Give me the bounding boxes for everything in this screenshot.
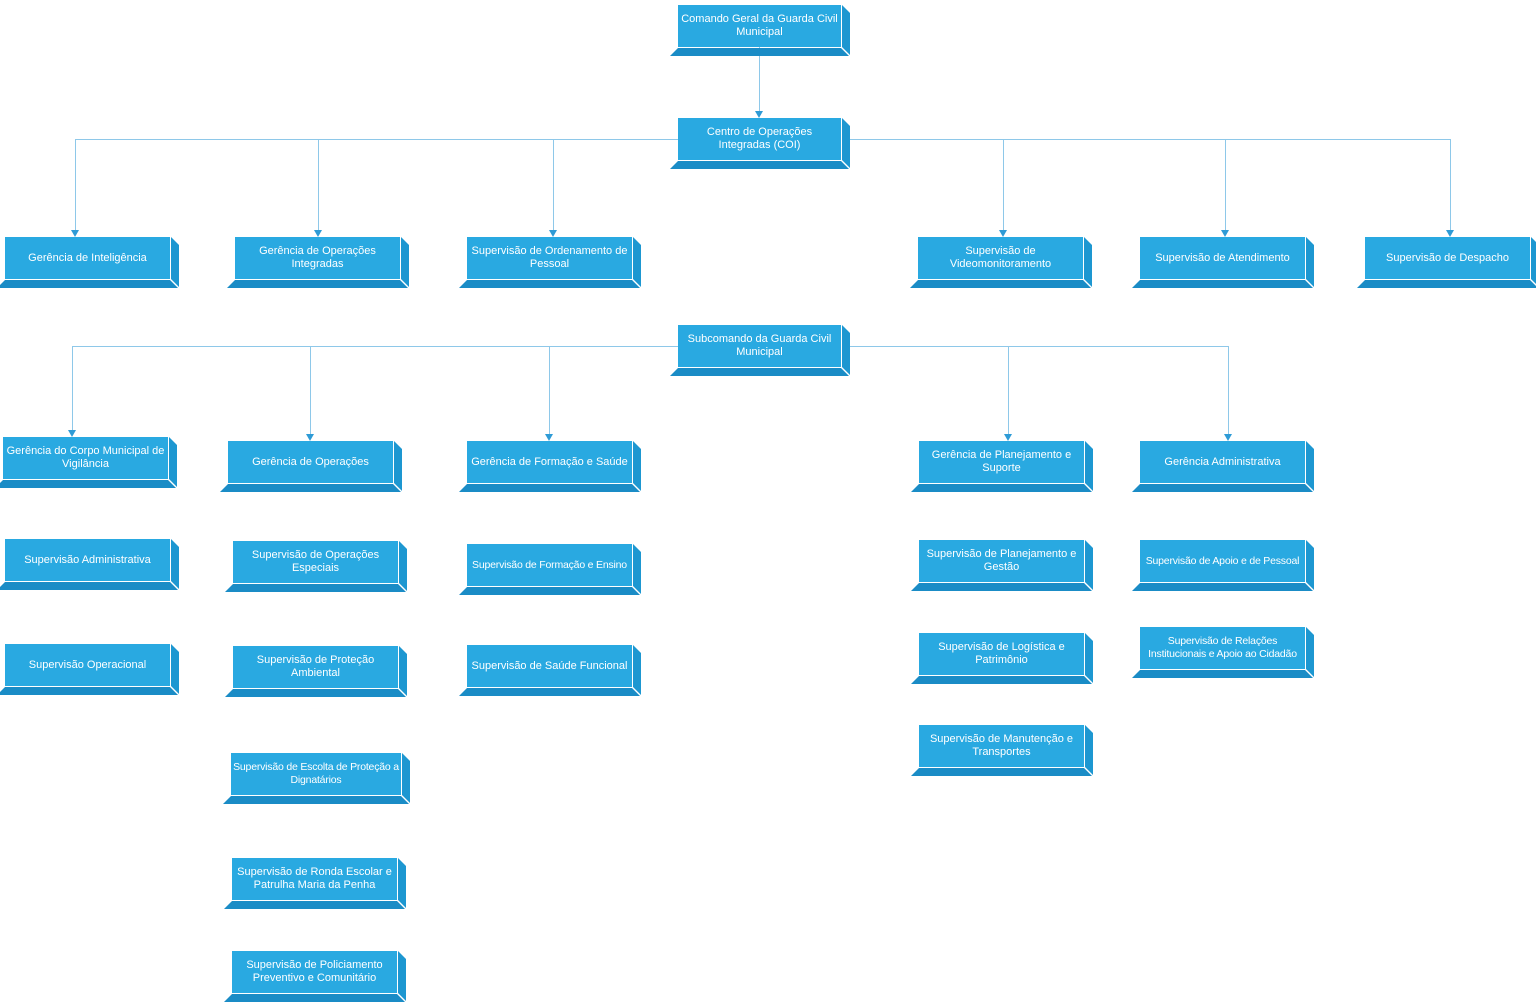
node-label: Supervisão de Proteção Ambiental: [256, 654, 375, 679]
arrowhead-corpo-municipal: [68, 430, 76, 437]
node-label: Subcomando da Guarda Civil Municipal: [687, 333, 832, 358]
node-label: Supervisão de Relações Institucionais e …: [1148, 635, 1297, 660]
node-supervisao-ronda-escolar[interactable]: Supervisão de Ronda Escolar e Patrulha M…: [232, 858, 397, 900]
arrowhead-inteligencia: [71, 230, 79, 237]
node-label: Supervisão de Formação e Ensino: [472, 558, 627, 571]
node-label: Supervisão de Operações Especiais: [251, 549, 380, 574]
connector-drop-operacoes-integradas: [318, 139, 319, 230]
node-label: Supervisão Administrativa: [24, 553, 151, 566]
node-label: Gerência de Inteligência: [28, 251, 147, 264]
node-label: Supervisão de Despacho: [1386, 251, 1509, 264]
arrowhead-coi: [755, 111, 763, 118]
node-supervisao-escolta-dignatarios[interactable]: Supervisão de Escolta de Proteção a Dign…: [231, 753, 401, 795]
node-gerencia-operacoes[interactable]: Gerência de Operações: [228, 441, 393, 483]
arrowhead-videomonitoramento: [999, 230, 1007, 237]
connector-drop-videomonitoramento: [1003, 139, 1004, 230]
node-label: Supervisão de Policiamento Preventivo e …: [246, 959, 383, 984]
node-label: Centro de Operações Integradas (COI): [706, 126, 813, 151]
node-label: Gerência Administrativa: [1164, 455, 1281, 468]
connector-drop-inteligencia: [75, 139, 76, 230]
node-label: Supervisão Operacional: [28, 658, 147, 671]
node-label: Gerência de Formação e Saúde: [471, 455, 628, 468]
node-gerencia-planejamento-suporte[interactable]: Gerência de Planejamento e Suporte: [919, 441, 1084, 483]
arrowhead-operacoes-integradas: [314, 230, 322, 237]
node-comando-geral[interactable]: Comando Geral da Guarda Civil Municipal: [678, 5, 841, 47]
node-subcomando[interactable]: Subcomando da Guarda Civil Municipal: [678, 325, 841, 367]
connector-drop-despacho: [1450, 139, 1451, 230]
node-label: Supervisão de Ronda Escolar e Patrulha M…: [237, 866, 392, 891]
node-label: Gerência de Operações Integradas: [259, 245, 376, 270]
node-label: Supervisão de Planejamento e Gestão: [926, 548, 1077, 573]
node-label: Gerência do Corpo Municipal de Vigilânci…: [6, 445, 165, 470]
connector-drop-atendimento: [1225, 139, 1226, 230]
connector-comando-coi: [759, 47, 760, 111]
node-supervisao-planejamento-gestao[interactable]: Supervisão de Planejamento e Gestão: [919, 540, 1084, 582]
node-supervisao-policiamento-preventivo[interactable]: Supervisão de Policiamento Preventivo e …: [232, 951, 397, 993]
node-label: Supervisão de Apoio e de Pessoal: [1145, 554, 1300, 567]
arrowhead-planejamento-suporte: [1004, 434, 1012, 441]
arrowhead-atendimento: [1221, 230, 1229, 237]
connector-coi-rail-left: [75, 139, 678, 140]
node-supervisao-saude-funcional[interactable]: Supervisão de Saúde Funcional: [467, 645, 632, 687]
node-label: Supervisão de Escolta de Proteção a Dign…: [233, 761, 399, 786]
node-supervisao-protecao-ambiental[interactable]: Supervisão de Proteção Ambiental: [233, 646, 398, 688]
node-supervisao-operacoes-especiais[interactable]: Supervisão de Operações Especiais: [233, 541, 398, 583]
node-supervisao-manutencao-transportes[interactable]: Supervisão de Manutenção e Transportes: [919, 725, 1084, 767]
node-supervisao-operacional[interactable]: Supervisão Operacional: [5, 644, 170, 686]
connector-drop-planejamento-suporte: [1008, 346, 1009, 434]
connector-drop-gerencia-operacoes: [310, 346, 311, 434]
node-label: Supervisão de Videomonitoramento: [949, 245, 1052, 270]
connector-drop-gerencia-administrativa: [1228, 346, 1229, 434]
arrowhead-despacho: [1446, 230, 1454, 237]
node-gerencia-corpo-municipal-vigilancia[interactable]: Gerência do Corpo Municipal de Vigilânci…: [3, 437, 168, 479]
node-supervisao-administrativa[interactable]: Supervisão Administrativa: [5, 539, 170, 581]
node-supervisao-ordenamento-pessoal[interactable]: Supervisão de Ordenamento de Pessoal: [467, 237, 632, 279]
node-supervisao-logistica-patrimonio[interactable]: Supervisão de Logística e Patrimônio: [919, 633, 1084, 675]
node-supervisao-apoio-pessoal[interactable]: Supervisão de Apoio e de Pessoal: [1140, 540, 1305, 582]
arrowhead-gerencia-operacoes: [306, 434, 314, 441]
connector-sub-rail-right: [842, 346, 1228, 347]
node-label: Gerência de Operações: [252, 455, 369, 468]
connector-drop-formacao-saude: [549, 346, 550, 434]
arrowhead-formacao-saude: [545, 434, 553, 441]
node-supervisao-formacao-ensino[interactable]: Supervisão de Formação e Ensino: [467, 544, 632, 586]
connector-coi-rail-right: [842, 139, 1450, 140]
connector-drop-ordenamento: [553, 139, 554, 230]
node-label: Supervisão de Logística e Patrimônio: [938, 641, 1065, 666]
node-gerencia-operacoes-integradas[interactable]: Gerência de Operações Integradas: [235, 237, 400, 279]
arrowhead-gerencia-administrativa: [1224, 434, 1232, 441]
node-supervisao-videomonitoramento[interactable]: Supervisão de Videomonitoramento: [918, 237, 1083, 279]
node-supervisao-despacho[interactable]: Supervisão de Despacho: [1365, 237, 1530, 279]
node-label: Gerência de Planejamento e Suporte: [931, 449, 1072, 474]
node-label: Supervisão de Saúde Funcional: [471, 659, 628, 672]
connector-drop-corpo-municipal: [72, 346, 73, 430]
node-coi[interactable]: Centro de Operações Integradas (COI): [678, 118, 841, 160]
node-gerencia-formacao-saude[interactable]: Gerência de Formação e Saúde: [467, 441, 632, 483]
node-supervisao-atendimento[interactable]: Supervisão de Atendimento: [1140, 237, 1305, 279]
node-label: Comando Geral da Guarda Civil Municipal: [681, 13, 838, 38]
node-gerencia-administrativa[interactable]: Gerência Administrativa: [1140, 441, 1305, 483]
node-gerencia-inteligencia[interactable]: Gerência de Inteligência: [5, 237, 170, 279]
node-label: Supervisão de Atendimento: [1155, 251, 1290, 264]
node-label: Supervisão de Ordenamento de Pessoal: [471, 245, 628, 270]
arrowhead-ordenamento: [549, 230, 557, 237]
node-supervisao-relacoes-institucionais[interactable]: Supervisão de Relações Institucionais e …: [1140, 627, 1305, 669]
node-label: Supervisão de Manutenção e Transportes: [929, 733, 1074, 758]
connector-sub-rail-left: [72, 346, 678, 347]
